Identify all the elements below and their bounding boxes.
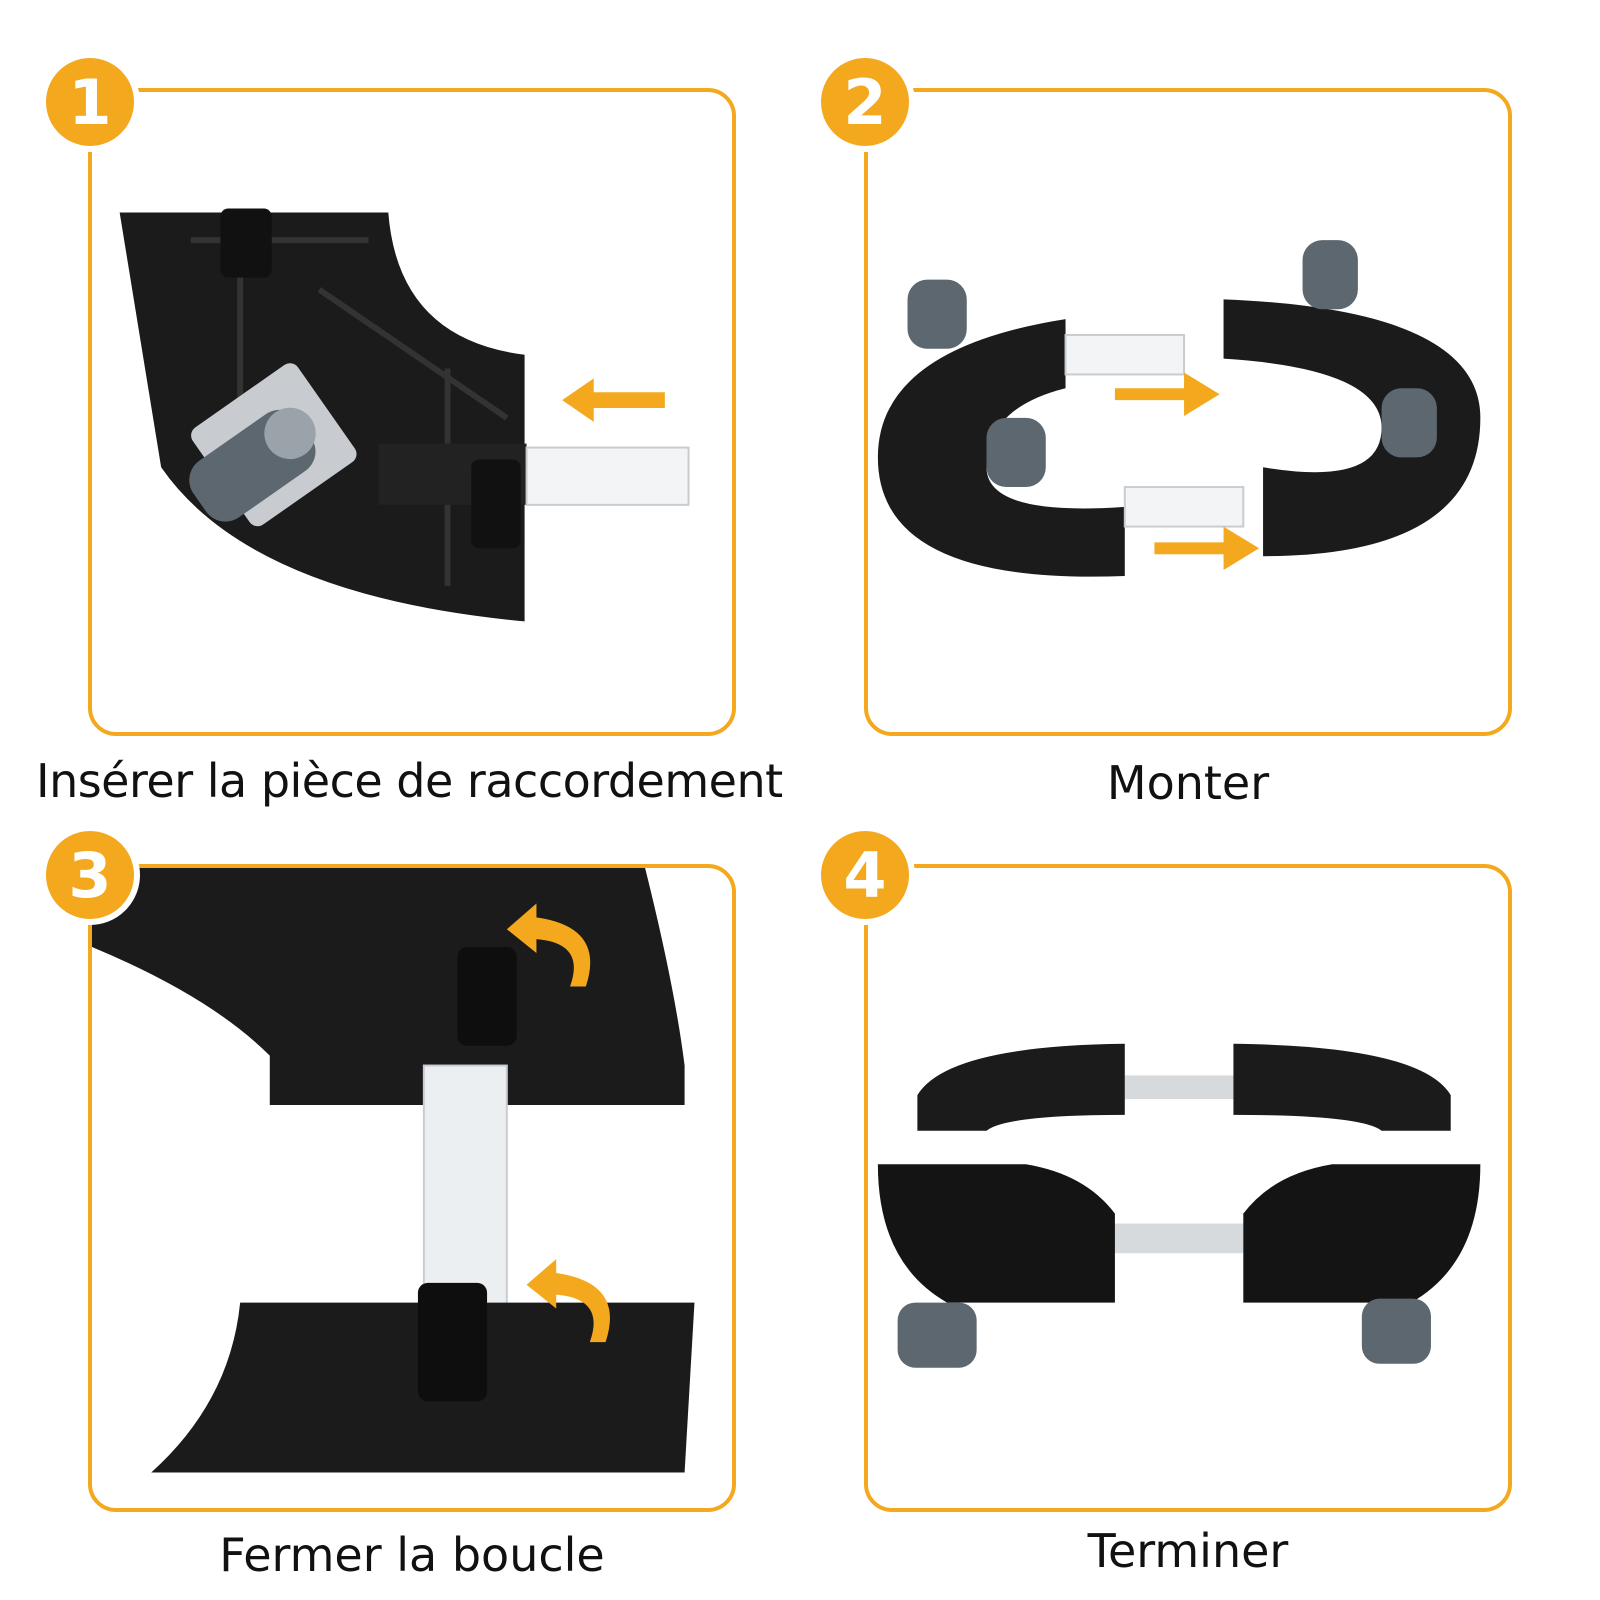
right-half-base (1223, 299, 1481, 557)
upper-base-piece (92, 868, 685, 1106)
buckle-latches (417, 947, 517, 1402)
step-4-badge: 4 (815, 825, 915, 925)
clip-latch-2 (471, 459, 521, 549)
join-arrow-top (1114, 372, 1220, 416)
step-3-badge: 3 (40, 825, 140, 925)
caster-wheel (189, 363, 357, 527)
step-4-caption: Terminer (1087, 1524, 1289, 1578)
rail-bottom (1105, 1223, 1244, 1254)
front-left-tray (877, 1164, 1115, 1303)
step-4-illustration (877, 1043, 1481, 1368)
front-right-tray (1243, 1164, 1481, 1303)
step-1-badge: 1 (40, 52, 140, 152)
connector-tube (525, 446, 690, 506)
step-2-badge: 2 (815, 52, 915, 152)
left-half-base (877, 319, 1125, 577)
connector-tube-bottom (1123, 486, 1245, 528)
insert-arrow (562, 378, 665, 422)
clip-latch (220, 208, 272, 278)
back-right-tray (1233, 1043, 1451, 1131)
close-arrow-top (506, 903, 591, 987)
back-left-tray (917, 1043, 1125, 1131)
connector-tube-top (1064, 333, 1186, 376)
step-2-illustration (877, 240, 1481, 577)
step-3-caption: Fermer la boucle (219, 1528, 605, 1582)
step-2-caption: Monter (1106, 756, 1270, 810)
step-1-illustration (119, 208, 690, 622)
step-1-caption: Insérer la pièce de raccordement (36, 754, 783, 808)
step-1-panel (88, 88, 736, 736)
step-3-illustration (92, 868, 695, 1473)
caster-wheels (897, 1298, 1431, 1368)
caster-wheels (907, 240, 1437, 488)
step-3-panel (88, 864, 736, 1512)
join-arrow-bottom (1154, 526, 1260, 571)
metal-connector (422, 1064, 508, 1324)
rail-top (1124, 1075, 1244, 1100)
step-4-panel (864, 864, 1512, 1512)
close-arrow-bottom (526, 1259, 610, 1343)
step-2-panel (864, 88, 1512, 736)
